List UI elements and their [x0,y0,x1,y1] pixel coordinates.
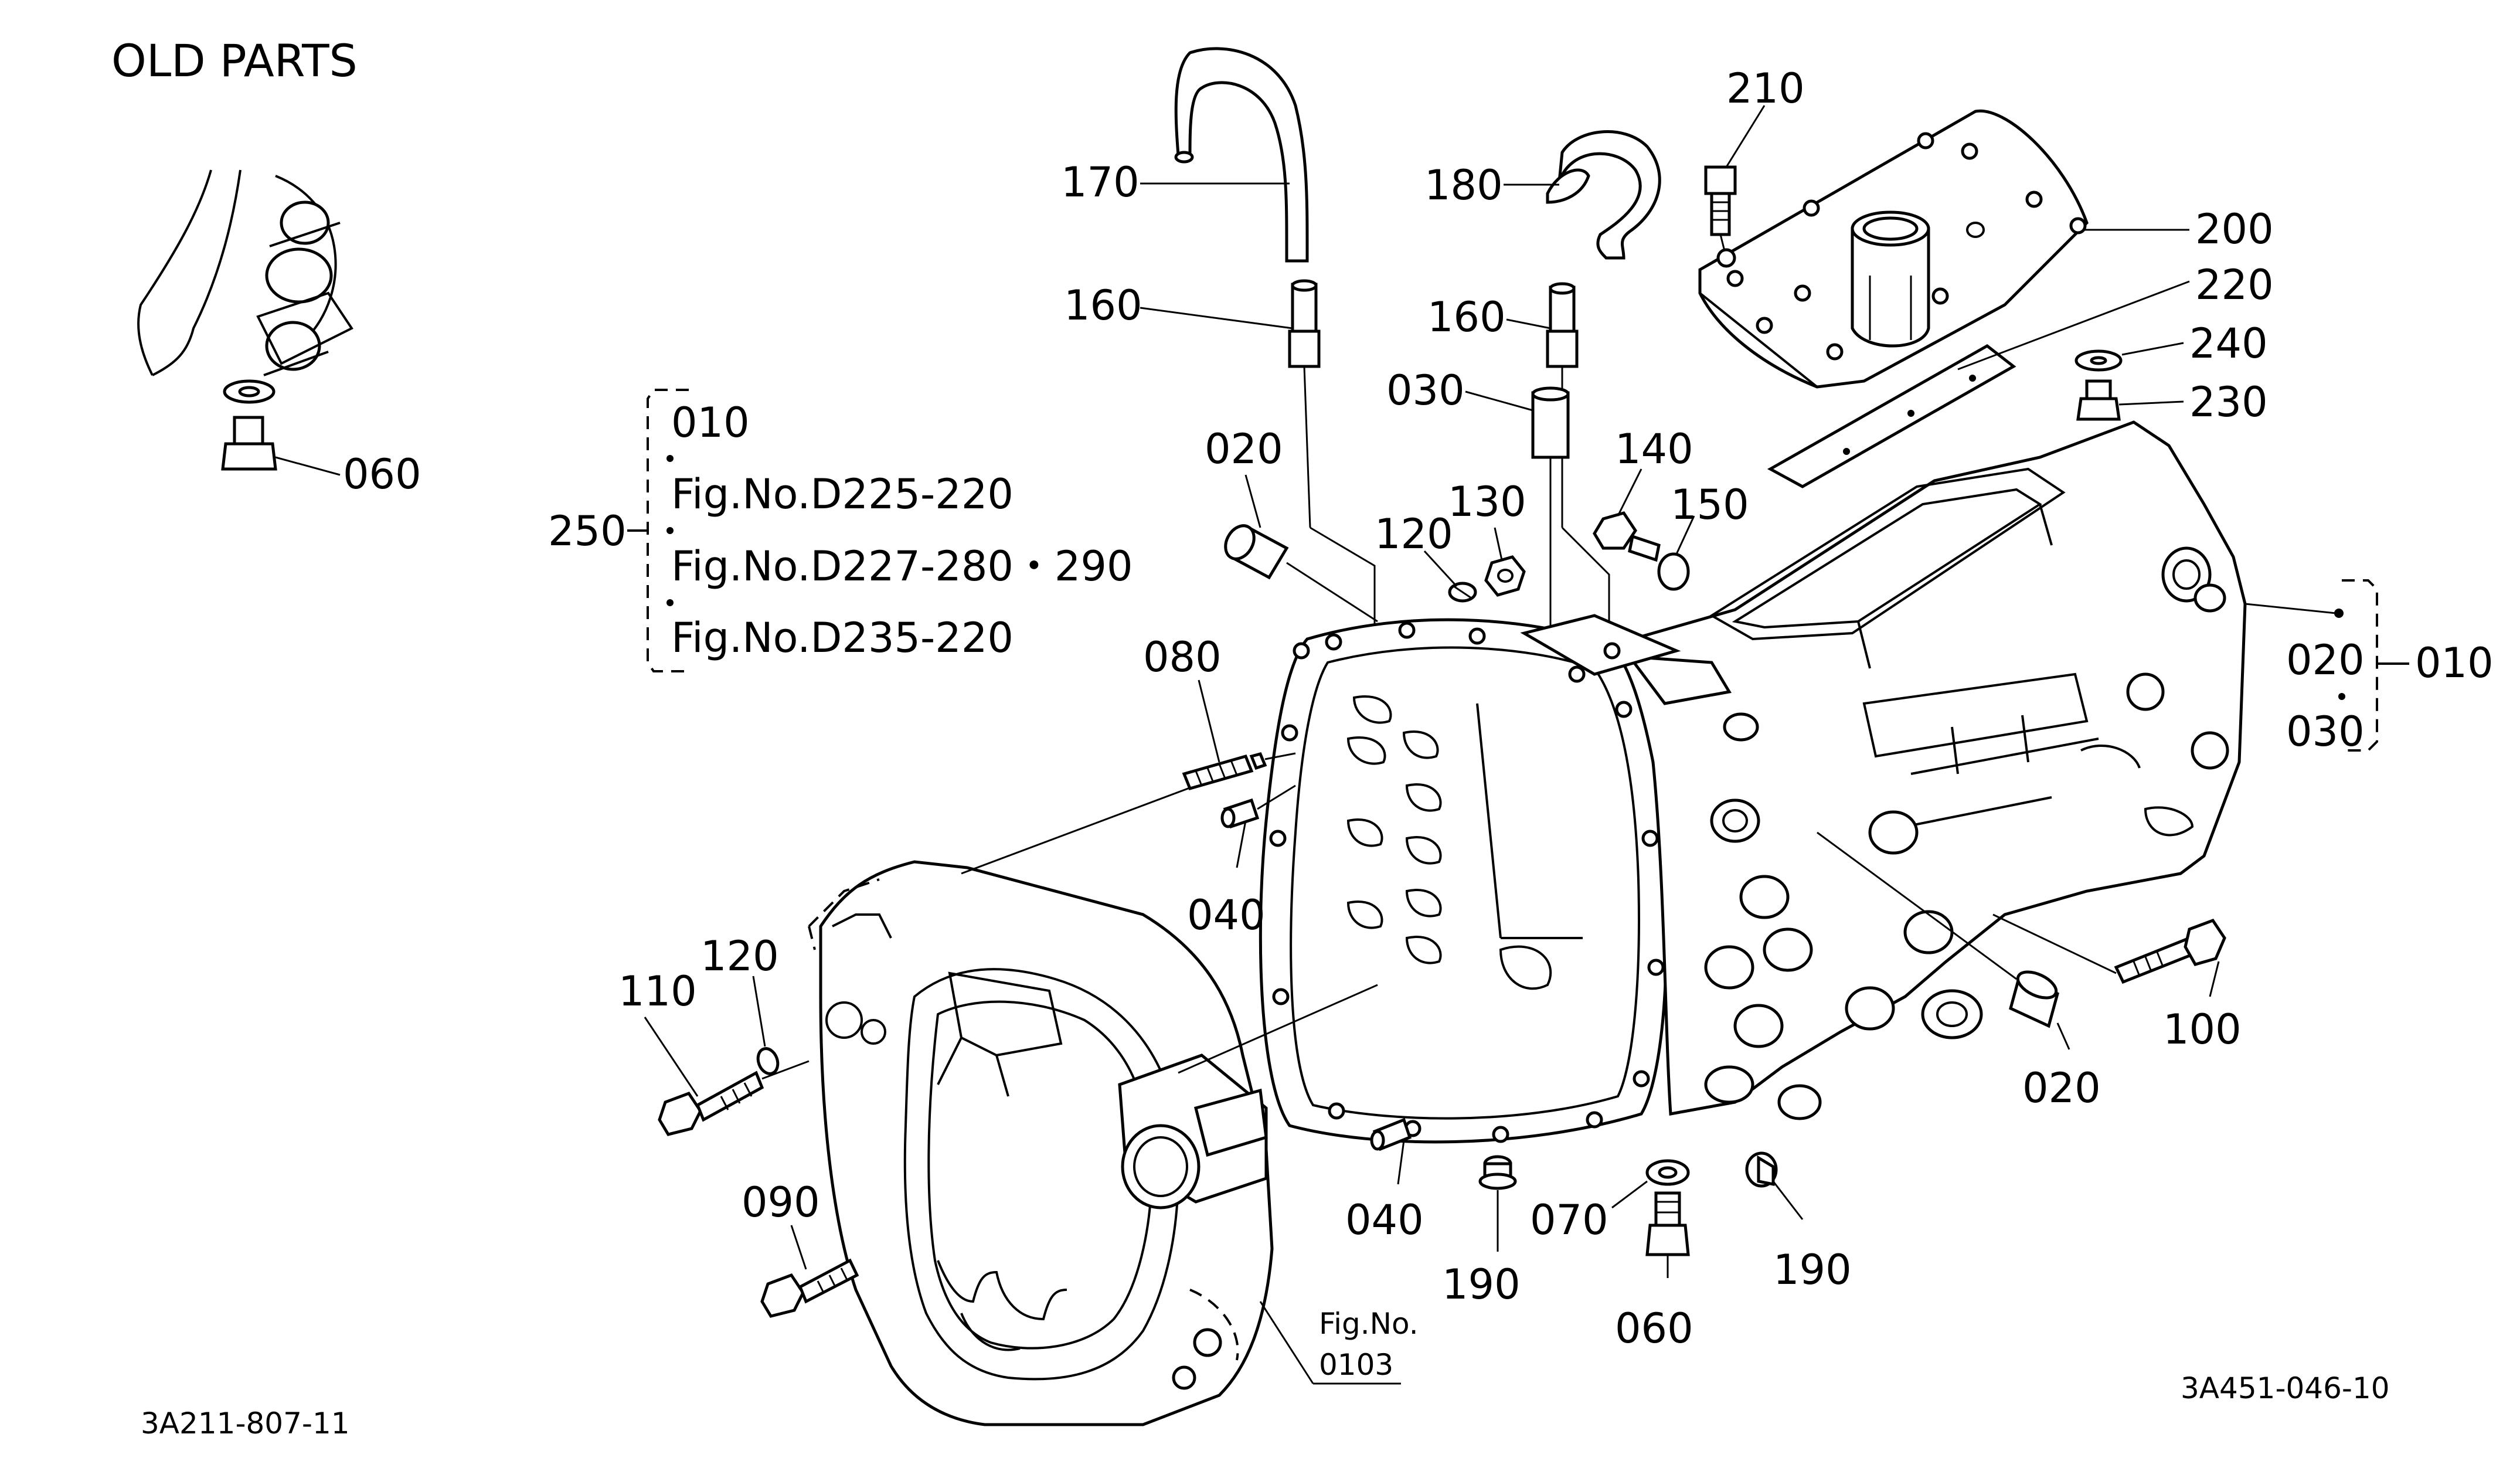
plug-060 [1645,1191,1690,1256]
bolt-090 [760,1258,859,1318]
hose-170 [1174,47,1309,263]
callout-120-left: 120 [700,932,779,980]
group-010-item-2: 030 [2286,708,2365,756]
callout-110: 110 [618,967,697,1015]
callout-140: 140 [1615,425,1693,473]
oring-150 [1657,552,1690,591]
bolt-210 [1704,165,1737,236]
footer-left-code: 3A211-807-11 [141,1406,350,1440]
gasket-strip-220 [1767,344,2016,488]
callout-160-left: 160 [1064,281,1142,329]
callout-170: 170 [1061,158,1140,206]
sleeve-020-bottom [2009,970,2059,1028]
bolt-110 [658,1071,764,1136]
washer-070 [1645,1159,1690,1186]
fitting-160-right [1546,282,1579,368]
callout-030: 030 [1386,366,1465,414]
plug-190-left [1478,1155,1517,1190]
flywheel-housing [808,860,1274,1426]
fitting-160-left [1288,279,1321,368]
stud-080 [1182,752,1267,791]
pin-040-lower [1370,1117,1412,1151]
plug-140 [1593,511,1661,562]
fig-ref-line2: 0103 [1319,1348,1393,1382]
callout-070: 070 [1530,1196,1608,1244]
callout-180: 180 [1424,161,1503,209]
callout-210: 210 [1726,64,1805,113]
plug-190-right [1745,1151,1778,1188]
callout-240: 240 [2189,320,2268,368]
washer-120-top [1448,582,1477,603]
washer-120-left [756,1047,780,1075]
callout-190-right: 190 [1773,1246,1852,1294]
group-250-item-1: 010 [671,399,750,447]
callout-060: 060 [1615,1304,1693,1353]
callout-090: 090 [742,1178,820,1226]
fig-ref-line1: Fig.No. [1319,1307,1419,1341]
group-010-bracket [2244,579,2409,752]
group-010-number: 010 [2415,639,2494,687]
bolt-100 [2114,918,2226,984]
sleeve-030-top [1531,386,1570,459]
callout-160-right: 160 [1427,293,1506,341]
group-250-item-2: Fig.No.D225-220 [671,470,1014,518]
callout-200: 200 [2195,205,2274,253]
top-cover-200 [1698,109,2089,389]
plug-230 [2076,379,2121,421]
callout-020-bottom: 020 [2022,1064,2101,1112]
callout-040-upper: 040 [1187,891,1266,939]
pin-040-upper [1220,798,1260,829]
callout-130: 130 [1448,478,1526,526]
group-010-item-1: 020 [2286,636,2365,684]
callout-190-left: 190 [1442,1260,1521,1309]
page-title: OLD PARTS [111,35,358,87]
transmission-case [1259,420,2247,1144]
callout-120-top: 120 [1375,510,1453,558]
group-250-bracket [627,389,689,672]
group-250-number: 250 [548,507,627,555]
callout-150: 150 [1671,481,1749,529]
callout-080: 080 [1143,633,1222,681]
nut-130 [1484,555,1526,597]
callout-220: 220 [2195,261,2274,309]
callout-230: 230 [2189,378,2268,426]
hose-180 [1546,130,1661,260]
callout-020-top: 020 [1205,425,1283,473]
callout-040-lower: 040 [1345,1196,1424,1244]
callout-060-old: 060 [343,450,421,498]
group-250-item-3: Fig.No.D227-280・290 [671,542,1133,590]
callout-100: 100 [2163,1005,2242,1054]
old-parts-inset [137,169,353,476]
washer-240 [2075,349,2123,372]
footer-right-code: 3A451-046-10 [2181,1371,2390,1405]
group-250-item-4: Fig.No.D235-220 [671,614,1014,662]
sleeve-020-top [1224,524,1289,580]
